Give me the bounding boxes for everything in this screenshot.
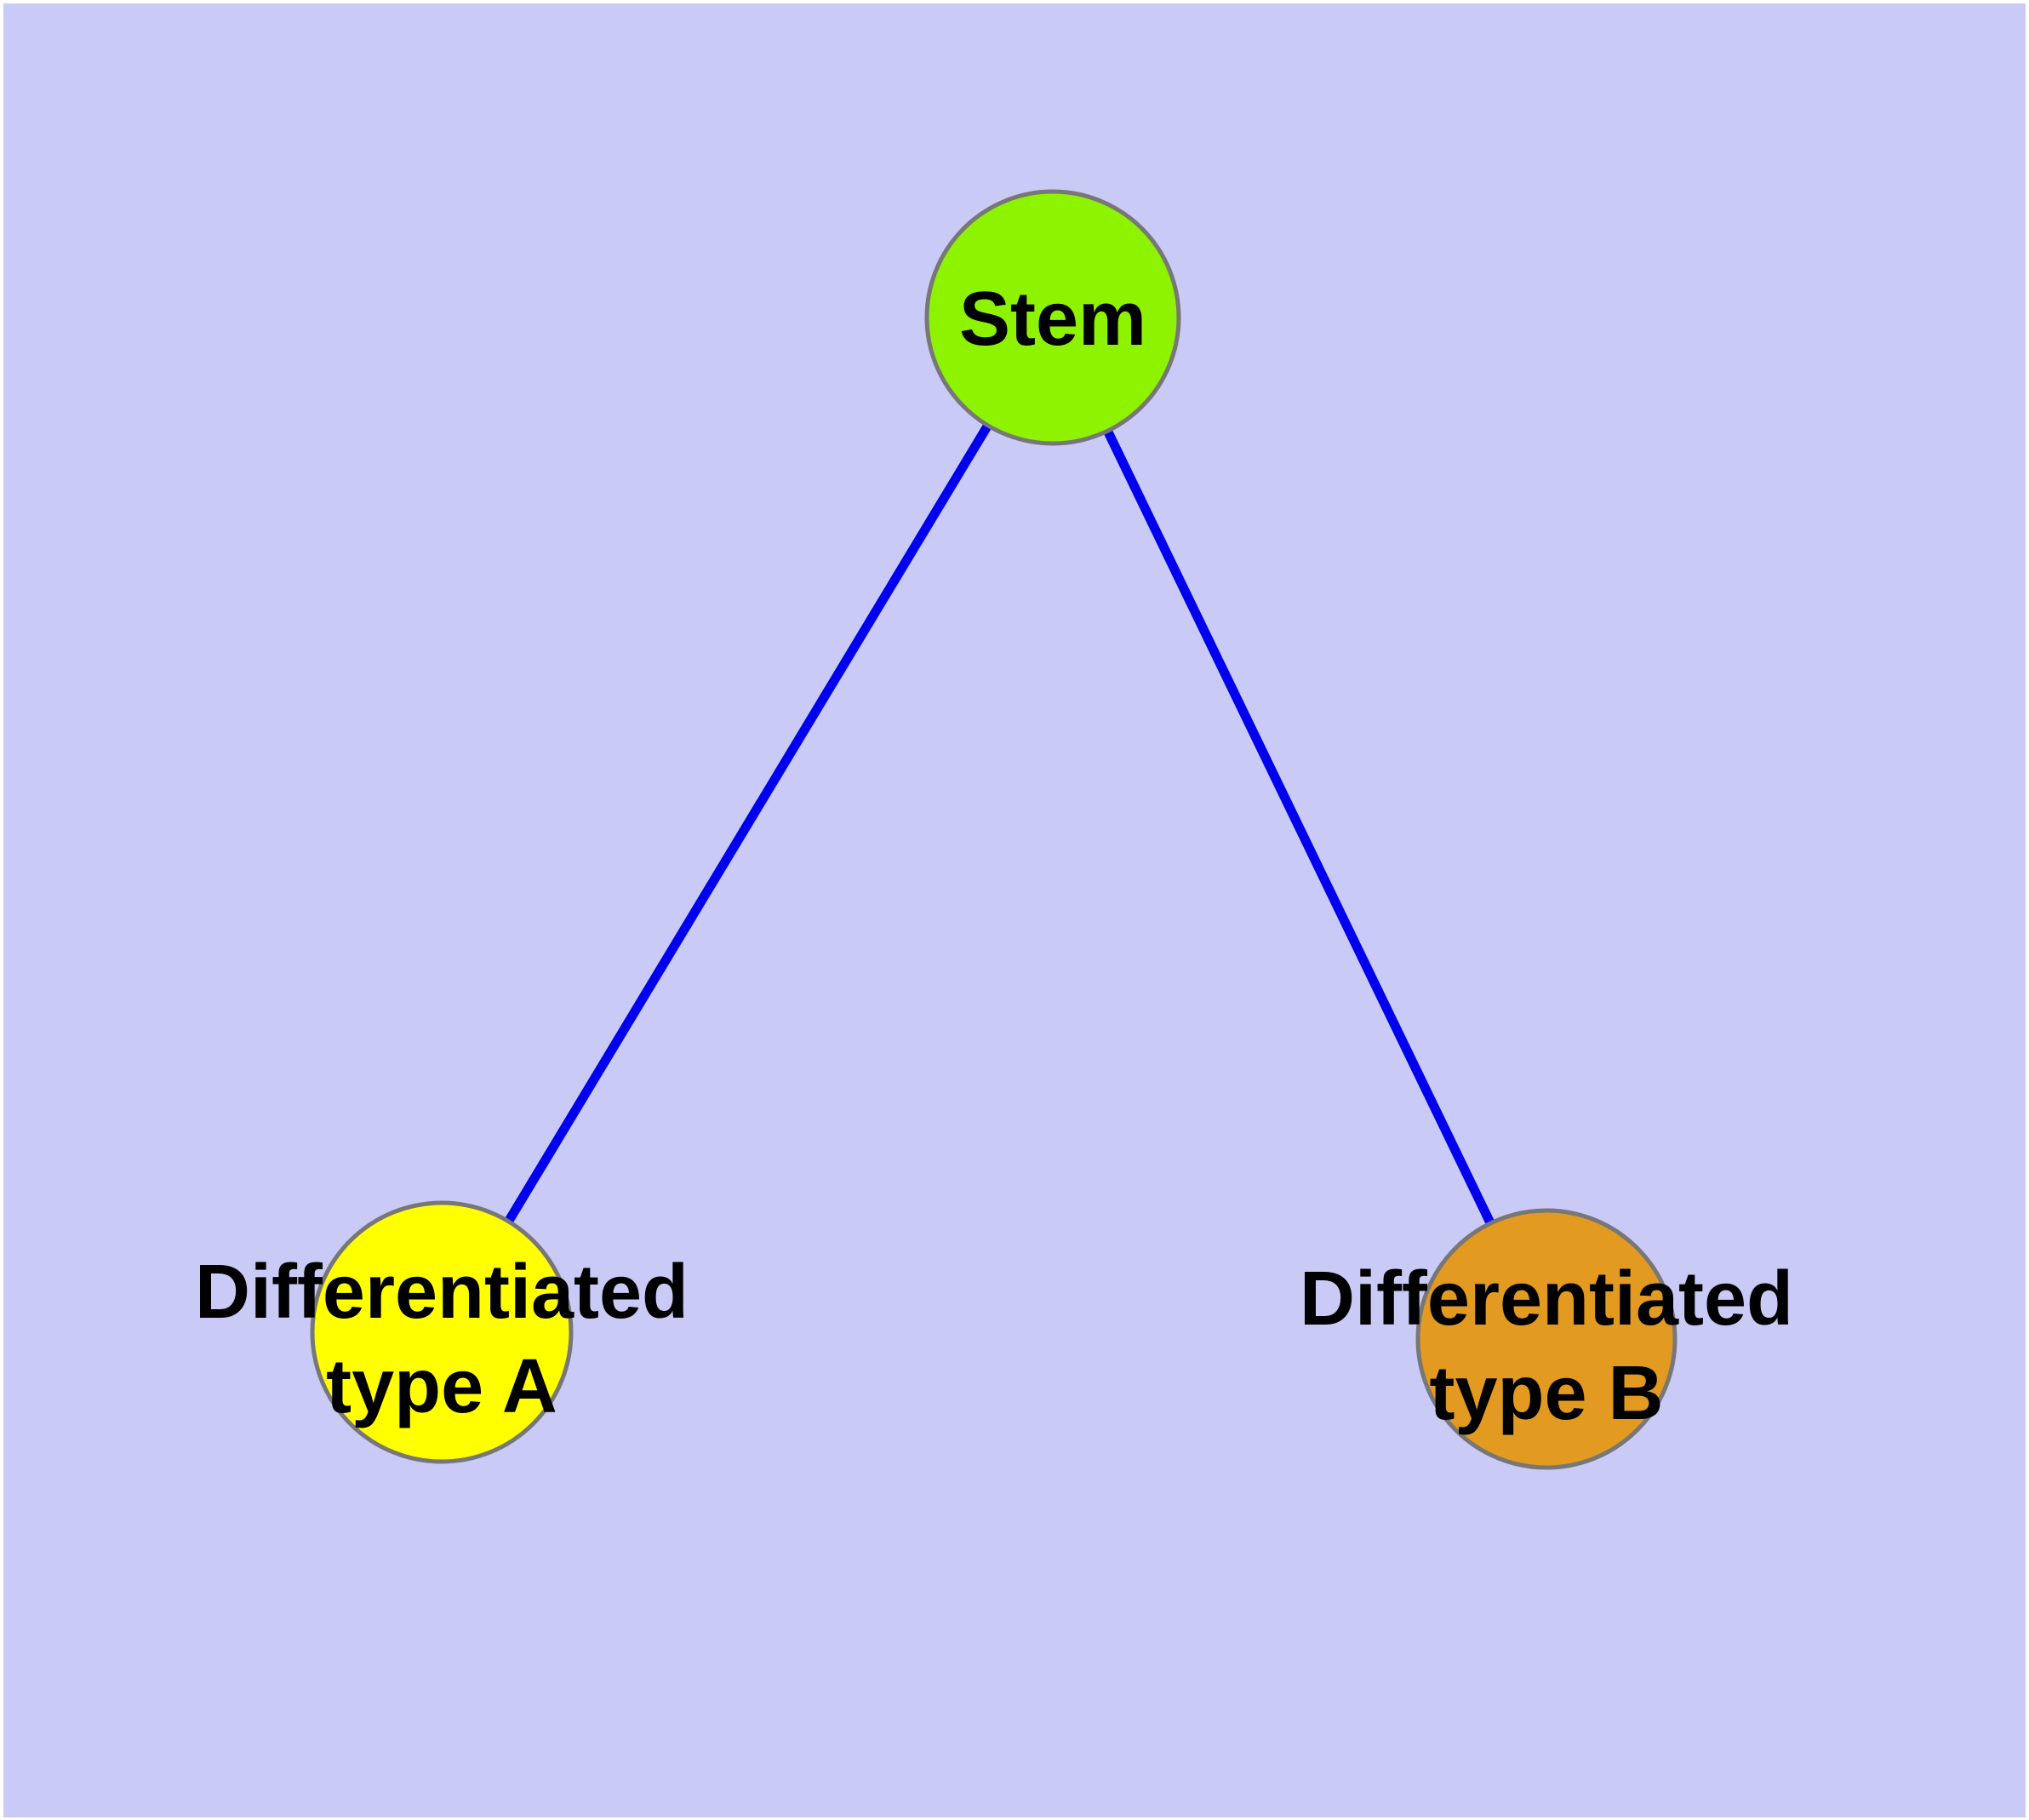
stem-node-label: Stem — [959, 277, 1146, 362]
edge-stem-to-type-a — [437, 315, 1057, 1335]
edge-stem-to-type-b — [1049, 315, 1551, 1342]
type-a-node-label-line1: Differentiated — [195, 1250, 689, 1335]
type-a-node-circle — [310, 1200, 574, 1464]
type-b-node-label-line2: type B — [1429, 1351, 1663, 1436]
stem-node-circle — [924, 189, 1181, 446]
type-b-node-label-line1: Differentiated — [1300, 1256, 1793, 1342]
type-a-node-label-line2: type A — [326, 1344, 557, 1429]
type-b-node-circle — [1415, 1208, 1677, 1470]
